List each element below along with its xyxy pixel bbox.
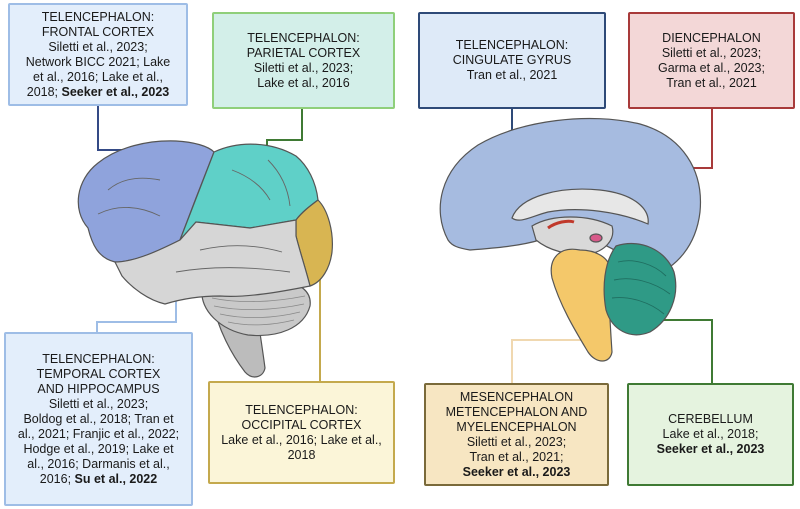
ref-line: Lake et al., 2018;: [662, 427, 759, 441]
title-line: CINGULATE GYRUS: [452, 53, 572, 67]
box-occipital-cortex: TELENCEPHALON: OCCIPITAL CORTEX Lake et …: [208, 381, 395, 484]
title-line: CEREBELLUM: [668, 412, 753, 426]
title-line: TEMPORAL CORTEX: [36, 366, 161, 381]
box-cerebellum: CEREBELLUM Lake et al., 2018; Seeker et …: [627, 383, 794, 486]
title-line: MESENCEPHALON: [459, 389, 574, 404]
box-cingulate-gyrus: TELENCEPHALON: CINGULATE GYRUS Tran et a…: [418, 12, 606, 109]
ref-line: Tran et al., 2021: [666, 75, 757, 90]
title-line: TELENCEPHALON:: [455, 38, 569, 52]
temporal-lobe: [114, 219, 311, 305]
ref-line: 2016; Su et al., 2022: [40, 472, 157, 487]
ref-line: Network BICC 2021; Lake: [25, 54, 171, 69]
title-line: TELENCEPHALON:: [245, 402, 358, 417]
thalamus-accent: [547, 219, 575, 230]
ref-line: Lake et al., 2016: [257, 75, 350, 90]
box-temporal-cortex-hippocampus: TELENCEPHALON: TEMPORAL CORTEX AND HIPPO…: [4, 332, 193, 506]
ref-bold: Seeker et al., 2023: [656, 442, 765, 456]
medial-brainstem: [550, 248, 613, 362]
title-line: TELENCEPHALON:: [247, 30, 360, 45]
gyri-lines: [97, 159, 291, 273]
lateral-brain: [77, 140, 333, 378]
ref-line: Siletti et al., 2023;: [253, 60, 354, 75]
ref-line: 2018; Seeker et al., 2023: [27, 85, 170, 100]
cerebellum-folia: [211, 295, 306, 326]
medial-brain: [439, 117, 702, 362]
box-mesencephalon: MESENCEPHALON METENCEPHALON AND MYELENCE…: [424, 383, 609, 486]
title-line: PARIETAL CORTEX: [246, 45, 361, 60]
title-line: MYELENCEPHALON: [456, 419, 577, 434]
ref-line: 2018: [287, 447, 316, 462]
ref-text: 2016;: [39, 471, 72, 486]
pineal-accent: [589, 233, 603, 243]
ref-line: Tran et al., 2021: [466, 68, 558, 82]
ref-line: Siletti et al., 2023;: [48, 396, 149, 411]
title-line: FRONTAL CORTEX: [41, 24, 155, 39]
ref-text: 2018;: [26, 84, 59, 99]
ref-line: Hodge et al., 2019; Lake et: [23, 441, 174, 456]
medial-cerebellum-folia: [611, 260, 671, 315]
ref-line: Garma et al., 2023;: [657, 60, 765, 75]
corpus-callosum: [511, 188, 649, 225]
ref-line: Lake et al., 2016; Lake et al.,: [221, 432, 382, 447]
title-line: TELENCEPHALON:: [42, 351, 155, 366]
ref-bold: Seeker et al., 2023: [61, 84, 170, 99]
ref-line: Boldog et al., 2018; Tran et: [23, 411, 174, 426]
ref-line: et al., 2016; Lake et al.,: [33, 69, 163, 84]
title-line: DIENCEPHALON: [662, 30, 761, 45]
ref-line: Siletti et al., 2023;: [466, 434, 567, 449]
ref-bold: Su et al., 2022: [74, 471, 158, 486]
ref-line: al., 2016; Darmanis et al.,: [27, 456, 170, 471]
ref-line: Siletti et al., 2023;: [661, 45, 762, 60]
box-frontal-cortex: TELENCEPHALON: FRONTAL CORTEX Siletti et…: [8, 3, 188, 106]
title-line: OCCIPITAL CORTEX: [241, 417, 362, 432]
ref-bold: Seeker et al., 2023: [462, 464, 571, 479]
ref-line: Siletti et al., 2023;: [48, 39, 148, 54]
ref-line: al., 2021; Franjic et al., 2022;: [17, 426, 180, 441]
box-diencephalon: DIENCEPHALON Siletti et al., 2023; Garma…: [628, 12, 795, 109]
box-parietal-cortex: TELENCEPHALON: PARIETAL CORTEX Siletti e…: [212, 12, 395, 109]
medial-cerebellum: [603, 242, 677, 336]
ref-line: Tran et al., 2021;: [469, 449, 564, 464]
title-line: TELENCEPHALON:: [41, 9, 155, 24]
line-temporal: [96, 298, 177, 334]
title-line: METENCEPHALON AND: [445, 404, 588, 419]
title-line: AND HIPPOCAMPUS: [37, 381, 160, 396]
